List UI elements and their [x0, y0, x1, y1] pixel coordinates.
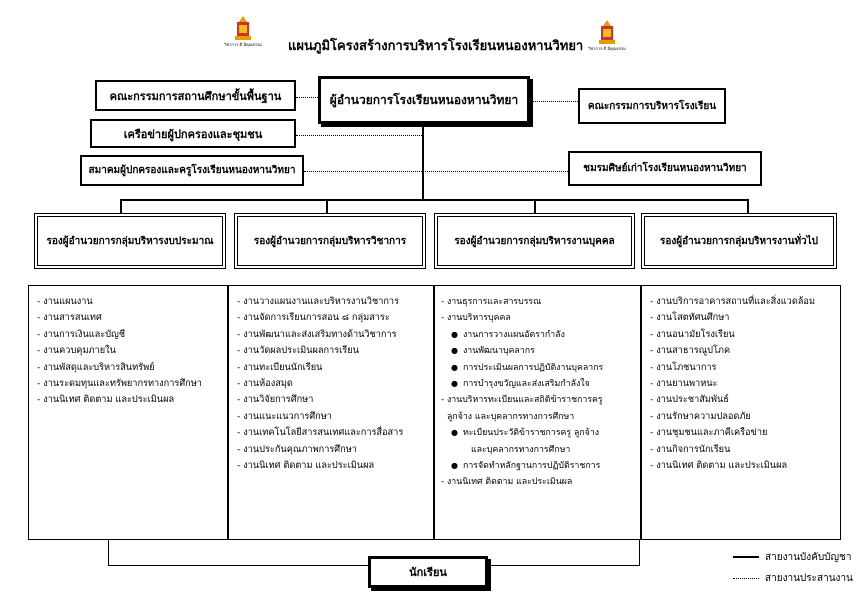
- task-item: - งานชุมชนและภาคีเครือข่าย: [650, 427, 768, 439]
- parent-network-box: เครือข่ายผู้ปกครองและชุมชน: [90, 119, 296, 148]
- deputy-general-label: รองผู้อำนวยการกลุ่มบริหารงานทั่วไป: [659, 235, 819, 247]
- task-item: - งานควบคุมภายใน: [37, 345, 116, 357]
- task-item: - งานระดมทุนและทรัพยากรทางการศึกษา: [37, 378, 202, 390]
- students-box: นักเรียน: [368, 556, 488, 588]
- task-item: - งานแนะแนวการศึกษา: [237, 410, 332, 422]
- task-item: - งานโสตทัศนศึกษา: [650, 312, 730, 324]
- deputy-budget-label: รองผู้อำนวยการกลุ่มบริหารงบประมาณ: [46, 235, 214, 247]
- task-item: - งานบริหารทะเบียนและสถิติข้าราชการครู: [441, 395, 603, 406]
- legend-coordinate-label: สายงานประสานงาน: [765, 573, 853, 584]
- connector: [534, 199, 536, 213]
- connector: [108, 565, 368, 566]
- deputy-budget-box: รองผู้อำนวยการกลุ่มบริหารงบประมาณ: [34, 213, 226, 269]
- director-box: ผู้อำนวยการโรงเรียนหนองหานวิทยา: [318, 76, 530, 124]
- task-item: - งานพัฒนาและส่งเสริมทางด้านวิชาการ: [237, 328, 397, 340]
- task-item: - งานอนามัยโรงเรียน: [650, 328, 735, 340]
- subtask-item: งานการวางแผนอัตรากำลัง: [449, 327, 634, 344]
- task-item: - งานนิเทศ ติดตาม และประเมินผล: [650, 460, 788, 472]
- school-committee-label: คณะกรรมการบริหารโรงเรียน: [587, 100, 717, 112]
- connector: [747, 199, 749, 213]
- budget-tasks-panel: - งานแผนงาน - งานสารสนเทศ - งานการเงินแล…: [28, 285, 228, 540]
- seal-motto: วิชาการ ดี มีคุณธรรม: [588, 46, 626, 51]
- task-item: - งานประกันคุณภาพการศึกษา: [237, 443, 357, 455]
- deputy-personnel-label: รองผู้อำนวยการกลุ่มบริหารงานบุคคล: [454, 235, 615, 247]
- task-item: - งานบริการอาคารสถานที่และสิ่งแวดล้อม: [650, 296, 815, 307]
- subtask-item: ทะเบียนประวัติข้าราชการครู ลูกจ้าง: [449, 425, 634, 442]
- task-item: - งานพัสดุและบริหารสินทรัพย์: [37, 361, 155, 373]
- school-seal-left: วิชาการ ดี มีคุณธรรม: [224, 14, 262, 50]
- students-label: นักเรียน: [409, 566, 447, 579]
- task-item: - งานจัดการเรียนการสอน ๘ กลุ่มสาระ: [237, 312, 390, 324]
- academic-tasks-panel: - งานวางแผนงานและบริหารงานวิชาการ - งานจ…: [228, 285, 434, 540]
- alumni-box: ชมรมศิษย์เก่าโรงเรียนหนองหานวิทยา: [568, 151, 762, 186]
- basic-committee-box: คณะกรรมการสถานศึกษาขั้นพื้นฐาน: [95, 80, 296, 111]
- subtask-item: งานพัฒนาบุคลากร: [449, 343, 634, 360]
- deputy-personnel-box: รองผู้อำนวยการกลุ่มบริหารงานบุคคล: [434, 213, 635, 269]
- coordination-line: [530, 101, 578, 102]
- seal-motto: วิชาการ ดี มีคุณธรรม: [224, 42, 262, 47]
- alumni-label: ชมรมศิษย์เก่าโรงเรียนหนองหานวิทยา: [583, 163, 747, 174]
- deputy-general-box: รองผู้อำนวยการกลุ่มบริหารงานทั่วไป: [641, 213, 837, 269]
- connector: [120, 199, 749, 201]
- parent-teacher-assoc-box: สมาคมผู้ปกครองและครูโรงเรียนหนองหานวิทยา: [80, 155, 304, 186]
- task-item: - งานห้องสมุด: [237, 378, 293, 390]
- task-item-continued: ลูกจ้าง และบุคลากรทางการศึกษา: [447, 411, 575, 422]
- task-item: - งานนิเทศ ติดตาม และประเมินผล: [441, 477, 573, 488]
- parent-teacher-assoc-label: สมาคมผู้ปกครองและครูโรงเรียนหนองหานวิทยา: [88, 165, 296, 176]
- task-item: - งานวิจัยการศึกษา: [237, 394, 314, 406]
- task-item: - งานเทคโนโลยีสารสนเทศและการสื่อสาร: [237, 427, 404, 439]
- connector: [488, 565, 640, 566]
- chart-title: แผนภูมิโครงสร้างการบริหารโรงเรียนหนองหาน…: [288, 39, 584, 54]
- school-committee-box: คณะกรรมการบริหารโรงเรียน: [578, 88, 726, 124]
- task-item: - งานรักษาความปลอดภัย: [650, 410, 751, 422]
- connector: [326, 199, 328, 213]
- legend-command-label: สายงานบังคับบัญชา: [765, 552, 852, 563]
- task-item: - งานยานพาหนะ: [650, 378, 718, 390]
- task-item: - งานแผนงาน: [37, 296, 93, 307]
- task-item: - งานธุรการและสารบรรณ: [441, 297, 542, 307]
- task-item: - งานสารสนเทศ: [37, 312, 102, 324]
- deputy-academic-label: รองผู้อำนวยการกลุ่มบริหารวิชาการ: [253, 235, 407, 247]
- task-item: - งานนิเทศ ติดตาม และประเมินผล: [237, 460, 375, 472]
- director-label: ผู้อำนวยการโรงเรียนหนองหานวิทยา: [329, 92, 519, 107]
- connector: [120, 199, 122, 213]
- task-item: - งานกิจการนักเรียน: [650, 443, 731, 455]
- task-item: - งานการเงินและบัญชี: [37, 328, 126, 340]
- connector: [108, 540, 109, 566]
- parent-network-label: เครือข่ายผู้ปกครองและชุมชน: [123, 127, 263, 141]
- personnel-tasks-panel: - งานธุรการและสารบรรณ - งานบริหารบุคคล ง…: [434, 285, 641, 540]
- subtask-item: การบำรุงขวัญและส่งเสริมกำลังใจ: [449, 376, 634, 393]
- task-item: - งานทะเบียนนักเรียน: [237, 361, 323, 373]
- task-item: - งานโภชนาการ: [650, 361, 717, 373]
- task-item: - งานสาธารณูปโภค: [650, 345, 731, 357]
- coordination-line: [296, 135, 422, 136]
- task-item: - งานวางแผนงานและบริหารงานวิชาการ: [237, 296, 400, 307]
- subtask-item-continued: และบุคลากรทางการศึกษา: [471, 444, 571, 455]
- basic-committee-label: คณะกรรมการสถานศึกษาขั้นพื้นฐาน: [109, 89, 282, 103]
- subtask-item: การจัดทำหลักฐานการปฏิบัติราชการ: [449, 458, 634, 475]
- task-item: - งานนิเทศ ติดตาม และประเมินผล: [37, 394, 175, 406]
- task-item: - งานบริหารบุคคล: [441, 313, 511, 324]
- coordination-line: [304, 171, 568, 172]
- subtask-item: การประเมินผลการปฏิบัติงานบุคลากร: [449, 360, 634, 377]
- general-tasks-panel: - งานบริการอาคารสถานที่และสิ่งแวดล้อม - …: [641, 285, 841, 540]
- deputy-academic-box: รองผู้อำนวยการกลุ่มบริหารวิชาการ: [234, 213, 426, 269]
- coordination-line: [296, 97, 318, 98]
- task-item: - งานประชาสัมพันธ์: [650, 394, 729, 406]
- school-seal-right: วิชาการ ดี มีคุณธรรม: [588, 18, 626, 54]
- connector: [639, 540, 640, 566]
- task-item: - งานวัดผลประเมินผลการเรียน: [237, 345, 359, 357]
- connector: [422, 124, 424, 200]
- legend-solid-line: [733, 556, 759, 558]
- legend-dotted-line: [733, 578, 759, 579]
